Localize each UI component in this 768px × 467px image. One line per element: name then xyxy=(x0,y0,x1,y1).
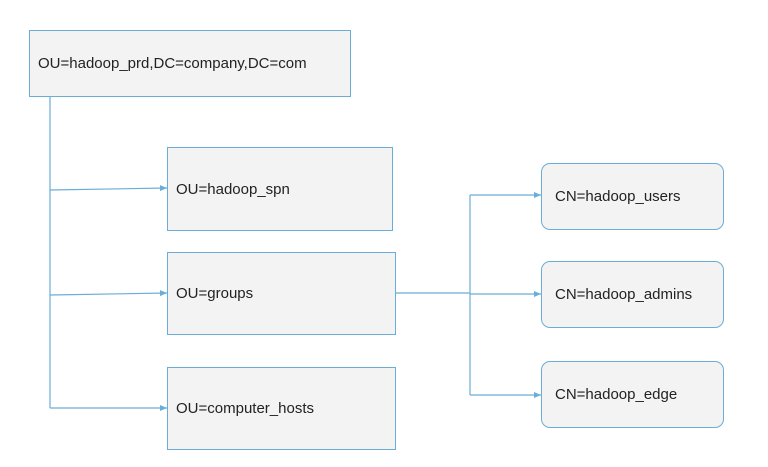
cn-hadoop-users-box: CN=hadoop_users xyxy=(541,163,724,230)
cn-hadoop-edge-label: CN=hadoop_edge xyxy=(555,386,678,403)
cn-hadoop-admins-label: CN=hadoop_admins xyxy=(555,286,693,303)
root-ou-box: OU=hadoop_prd,DC=company,DC=com xyxy=(29,30,351,97)
ou-hadoop-spn-label: OU=hadoop_spn xyxy=(176,180,290,198)
ou-groups-box: OU=groups xyxy=(167,252,396,335)
root-ou-label: OU=hadoop_prd,DC=company,DC=com xyxy=(38,55,307,72)
ou-groups-label: OU=groups xyxy=(176,285,254,302)
cn-hadoop-users-label: CN=hadoop_users xyxy=(555,188,681,205)
arrow-to-hadoop-spn xyxy=(49,185,168,192)
cn-hadoop-edge-box: CN=hadoop_edge xyxy=(541,361,724,428)
ou-computer-hosts-label: OU=computer_hosts xyxy=(176,400,314,417)
ou-hadoop-spn-box: OU=hadoop_spn xyxy=(167,147,393,231)
arrow-to-groups xyxy=(49,290,168,297)
cn-hadoop-admins-box: CN=hadoop_admins xyxy=(541,261,724,328)
ou-computer-hosts-box: OU=computer_hosts xyxy=(167,367,396,450)
